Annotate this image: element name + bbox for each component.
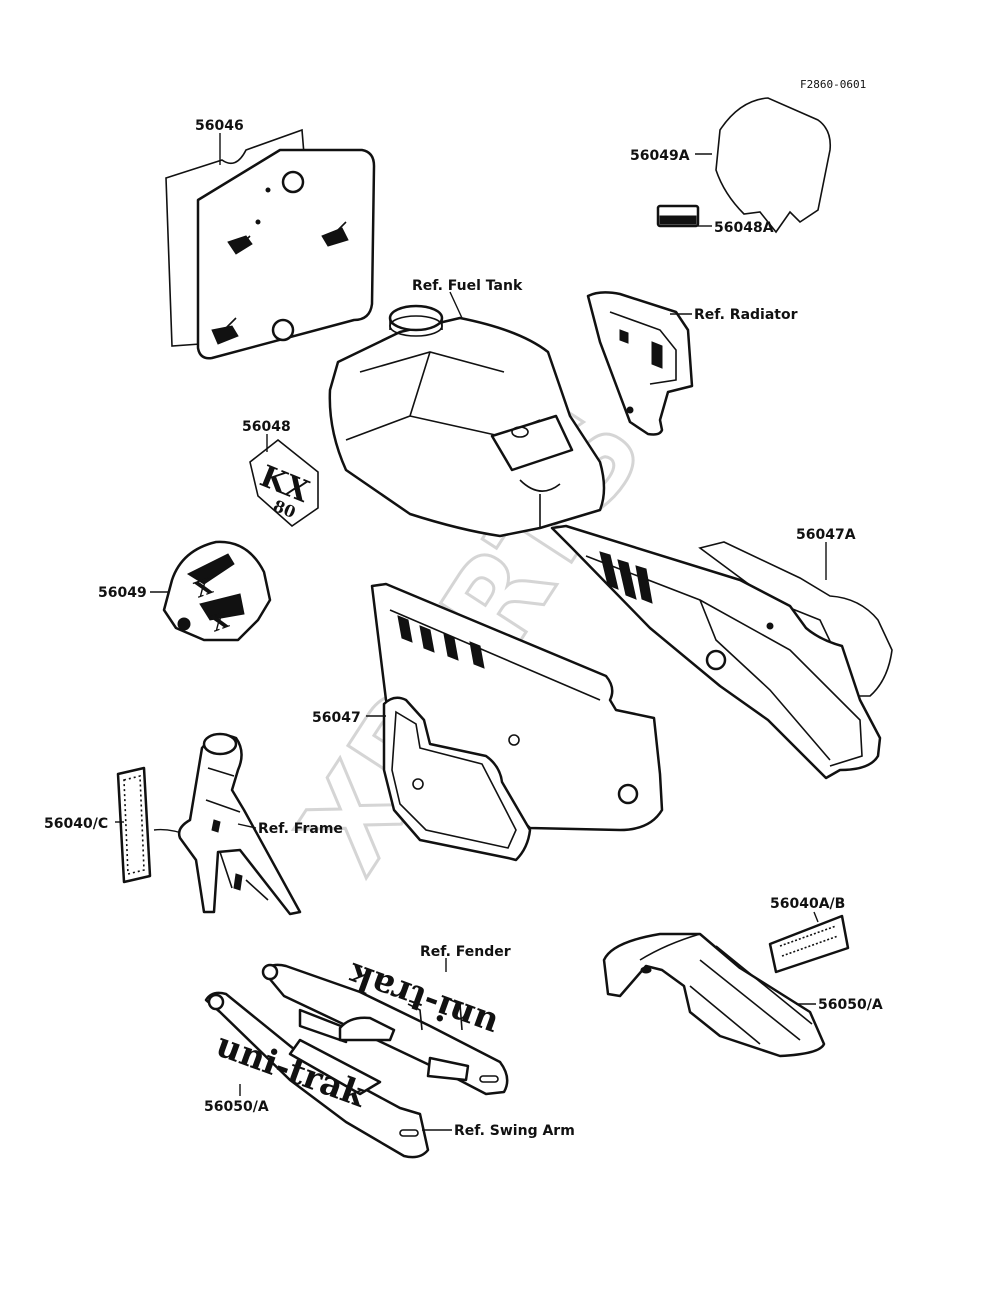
label-56049: 56049 bbox=[98, 585, 147, 601]
label-ref-swing-arm: Ref. Swing Arm bbox=[454, 1123, 575, 1139]
reflector-56040C[interactable] bbox=[116, 766, 152, 884]
label-56049A: 56049A bbox=[630, 148, 690, 164]
decal-56049[interactable]: X X bbox=[162, 540, 272, 642]
label-56048: 56048 bbox=[242, 419, 291, 435]
decal-56048-kx[interactable]: KX 80 bbox=[249, 438, 319, 528]
label-56050A-bottom: 56050/A bbox=[204, 1099, 269, 1115]
label-56048A: 56048A bbox=[714, 220, 774, 236]
label-56047: 56047 bbox=[312, 710, 361, 726]
label-56040AB: 56040A/B bbox=[770, 896, 845, 912]
decal-56048A[interactable] bbox=[656, 204, 700, 228]
label-56040C: 56040/C bbox=[44, 816, 108, 832]
swing-arm[interactable] bbox=[204, 963, 509, 1159]
label-ref-fuel-tank: Ref. Fuel Tank bbox=[412, 278, 523, 294]
radiator-shroud[interactable] bbox=[586, 291, 694, 436]
label-56046: 56046 bbox=[195, 118, 244, 134]
label-plate-56040AB[interactable] bbox=[768, 914, 850, 974]
label-ref-radiator: Ref. Radiator bbox=[694, 307, 798, 323]
rear-fender[interactable] bbox=[602, 932, 826, 1058]
label-56047A: 56047A bbox=[796, 527, 856, 543]
diagram-code: F2860-0601 bbox=[800, 78, 866, 91]
decal-56049A[interactable] bbox=[715, 97, 832, 234]
number-plate-56046[interactable] bbox=[165, 128, 376, 360]
label-56050A-top: Ref. Fender bbox=[420, 944, 511, 960]
side-cover-56047A[interactable] bbox=[550, 524, 893, 780]
label-ref-frame: Ref. Frame bbox=[258, 821, 343, 837]
label-ref-fender: 56050/A bbox=[818, 997, 883, 1013]
fuel-tank[interactable] bbox=[328, 304, 606, 538]
gasket-56047[interactable] bbox=[382, 696, 532, 862]
